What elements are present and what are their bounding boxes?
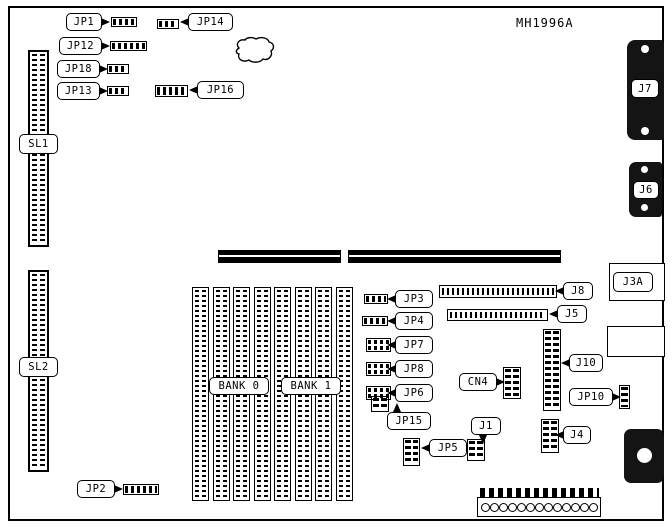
- connector-j8: [439, 285, 557, 298]
- label-jp16: JP16: [197, 81, 244, 99]
- pointer-jp18: [99, 65, 108, 73]
- label-jp1: JP1: [66, 13, 102, 31]
- bus-slot-left: [218, 250, 341, 263]
- pin-circle: [481, 502, 490, 512]
- label-j1: J1: [471, 417, 501, 435]
- pointer-jp14: [180, 18, 189, 26]
- bottom-header-pins: [480, 488, 599, 497]
- jumper-jp4: [362, 316, 388, 326]
- connector-j1: [467, 439, 485, 461]
- label-bank0: BANK 0: [209, 377, 269, 395]
- label-j3a: J3A: [613, 272, 653, 292]
- screw-hole-j7-top: [641, 45, 649, 53]
- label-j5: J5: [557, 305, 587, 323]
- label-jp12: JP12: [59, 37, 102, 55]
- board-model-label: MH1996A: [516, 16, 574, 30]
- jumper-jp12: [110, 41, 147, 51]
- pointer-jp4: [387, 317, 396, 325]
- label-jp3: JP3: [395, 290, 433, 308]
- pointer-jp8: [387, 365, 396, 373]
- connector-j10: [543, 329, 561, 411]
- label-jp5: JP5: [429, 439, 467, 457]
- label-bank1: BANK 1: [281, 377, 341, 395]
- jumper-jp14: [157, 19, 179, 29]
- jumper-jp16: [155, 85, 188, 97]
- label-jp8: JP8: [395, 360, 433, 378]
- label-jp10: JP10: [569, 388, 613, 406]
- pin-circle: [589, 502, 598, 512]
- label-jp15: JP15: [387, 412, 431, 430]
- label-j10: J10: [569, 354, 603, 372]
- pointer-jp15: [393, 403, 401, 412]
- connector-right-edge: [607, 326, 665, 357]
- jumper-jp1: [111, 17, 137, 27]
- label-jp14: JP14: [188, 13, 233, 31]
- pin-circle: [490, 502, 499, 512]
- connector-cn4: [503, 367, 521, 399]
- keyboard-connector-hole: [637, 448, 652, 463]
- jumper-jp18: [107, 64, 129, 74]
- label-cn4: CN4: [459, 373, 497, 391]
- pointer-jp3: [387, 295, 396, 303]
- simm-socket-1: [192, 287, 209, 501]
- pin-circle: [508, 502, 517, 512]
- jumper-jp3: [364, 294, 388, 304]
- label-j8: J8: [563, 282, 593, 300]
- label-jp4: JP4: [395, 312, 433, 330]
- pointer-j5: [549, 310, 558, 318]
- pin-circle: [526, 502, 535, 512]
- pin-circle: [535, 502, 544, 512]
- label-jp7: JP7: [395, 336, 433, 354]
- pointer-jp5: [421, 444, 430, 452]
- label-jp13: JP13: [57, 82, 100, 100]
- label-j7: J7: [631, 79, 659, 98]
- pin-circle: [517, 502, 526, 512]
- label-sl2: SL2: [19, 357, 58, 377]
- pin-circle: [499, 502, 508, 512]
- connector-j5: [447, 309, 548, 321]
- screw-hole-j7-bottom: [641, 127, 649, 135]
- pointer-j1: [479, 435, 487, 444]
- label-jp18: JP18: [57, 60, 100, 78]
- bottom-header-body: [477, 497, 601, 517]
- pin-circle: [562, 502, 571, 512]
- label-jp2: JP2: [77, 480, 115, 498]
- label-jp6: JP6: [395, 384, 433, 402]
- jumper-jp2: [123, 484, 159, 495]
- jumper-jp5: [403, 438, 420, 466]
- pointer-jp16: [189, 86, 198, 94]
- jumper-jp13: [107, 86, 129, 96]
- pin-circle: [571, 502, 580, 512]
- pointer-jp7: [387, 341, 396, 349]
- pointer-jp1: [101, 18, 110, 26]
- jumper-jp15: [371, 396, 389, 412]
- pin-circle: [544, 502, 553, 512]
- screw-hole-j6-top: [641, 166, 648, 173]
- pointer-jp13: [99, 87, 108, 95]
- pointer-jp12: [101, 42, 110, 50]
- screw-hole-j6-bottom: [641, 204, 648, 211]
- pin-circle: [580, 502, 589, 512]
- pointer-cn4: [496, 378, 505, 386]
- label-j6: J6: [633, 181, 659, 199]
- blob-outline: [235, 36, 275, 63]
- pointer-j8: [555, 287, 564, 295]
- pointer-j4: [555, 431, 564, 439]
- bus-slot-right: [348, 250, 561, 263]
- label-j4: J4: [563, 426, 591, 444]
- pointer-jp10: [612, 393, 621, 401]
- pin-circle: [553, 502, 562, 512]
- pointer-jp2: [114, 485, 123, 493]
- label-sl1: SL1: [19, 134, 58, 154]
- pointer-j10: [561, 359, 570, 367]
- pointer-jp6: [387, 389, 396, 397]
